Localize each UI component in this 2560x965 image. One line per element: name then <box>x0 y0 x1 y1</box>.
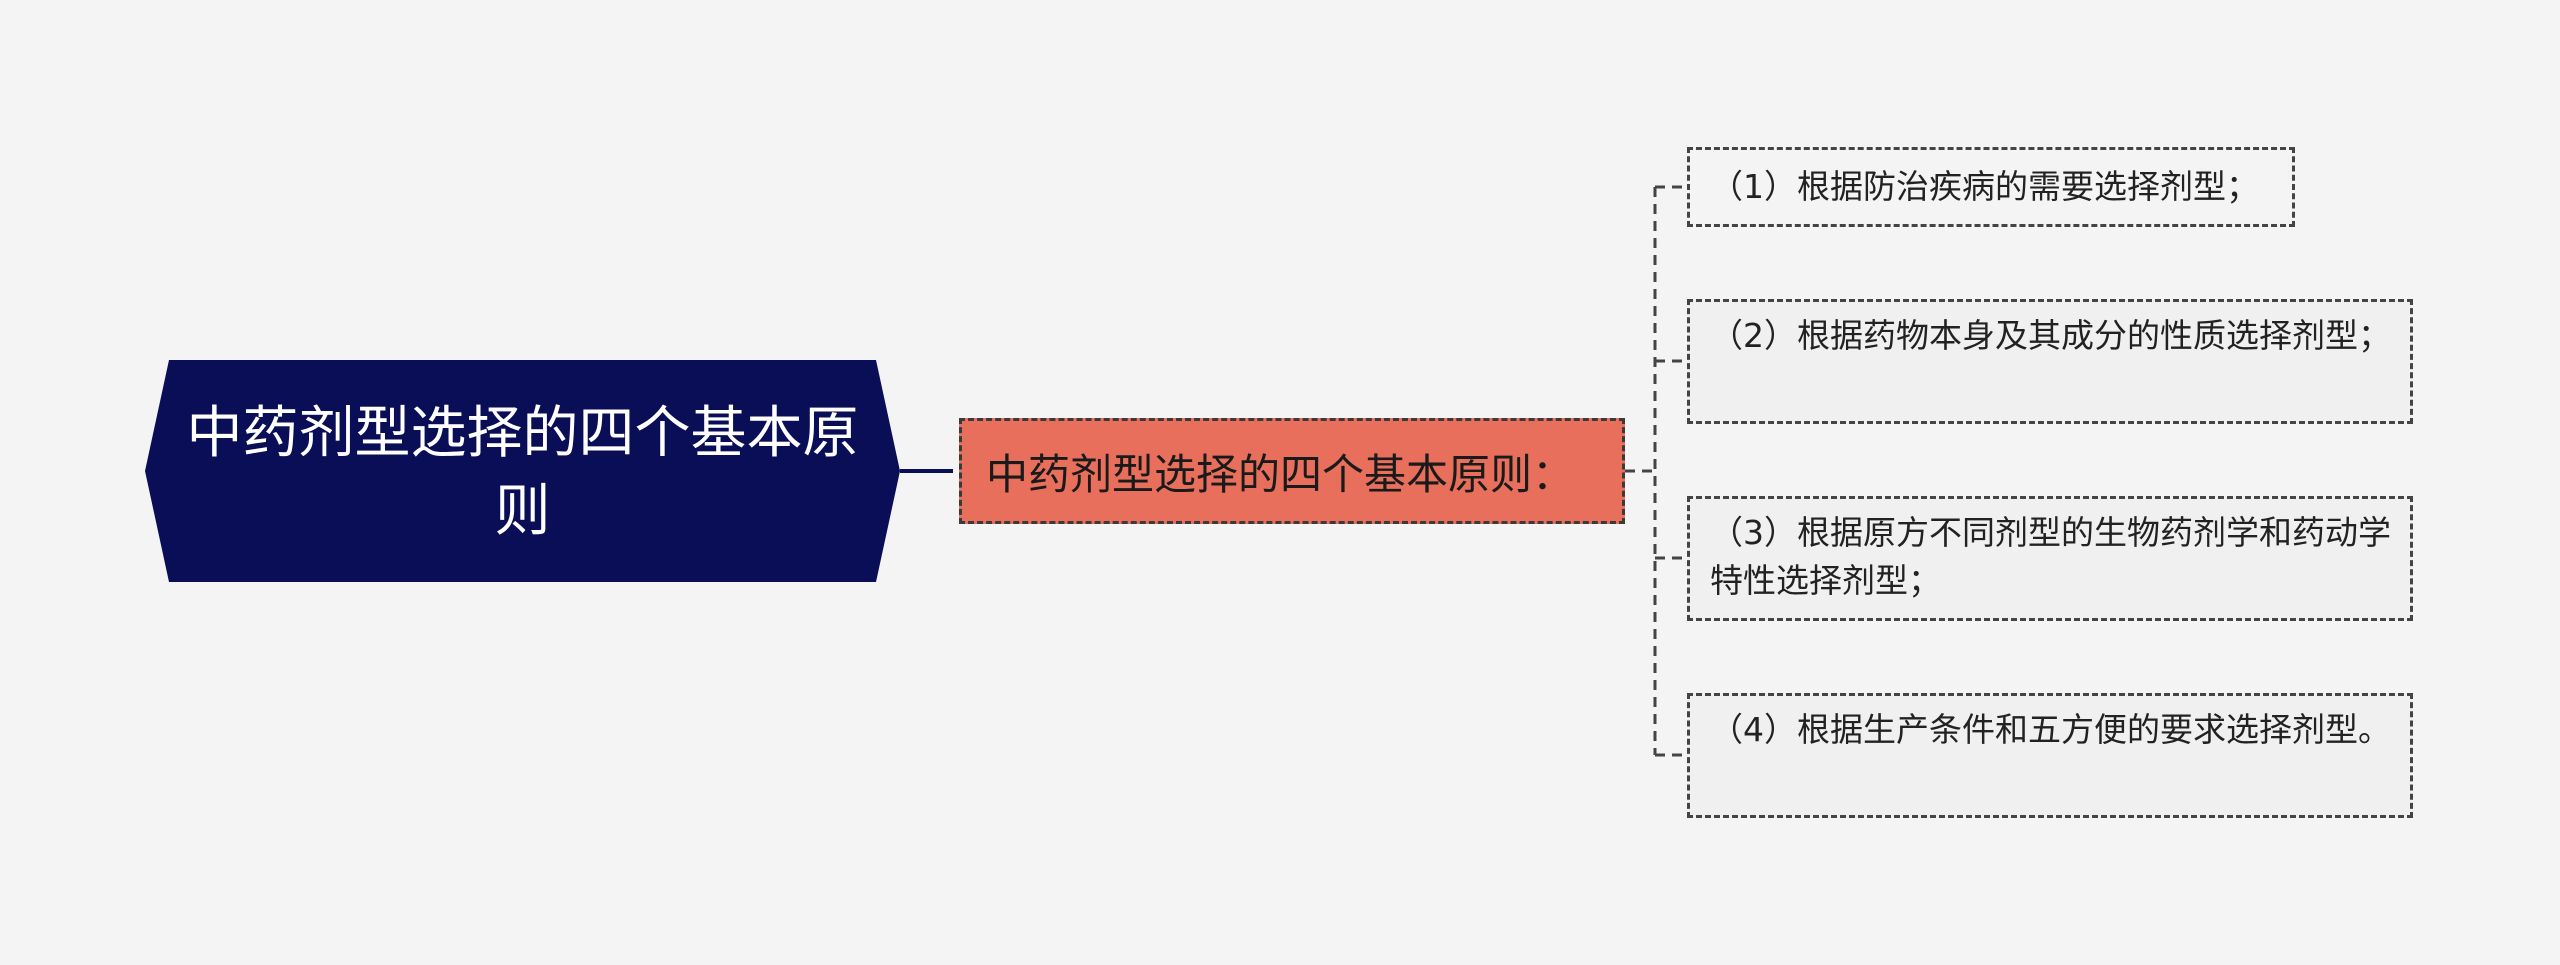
root-topic-title: 中药剂型选择的四个基本原则 <box>186 401 859 544</box>
leaf-node-3[interactable]: （3）根据原方不同剂型的生物药剂学和药动学特性选择剂型； <box>1687 496 2413 621</box>
leaf-node-1[interactable]: （1）根据防治疾病的需要选择剂型； <box>1687 147 2295 227</box>
leaf-node-4-text: （4）根据生产条件和五方便的要求选择剂型。 <box>1710 710 2391 749</box>
branch-topic-label: 中药剂型选择的四个基本原则： <box>986 449 1575 499</box>
root-topic-node[interactable]: 中药剂型选择的四个基本原则 <box>145 360 900 582</box>
leaf-node-2-text: （2）根据药物本身及其成分的性质选择剂型； <box>1710 316 2391 355</box>
branch-topic-node[interactable]: 中药剂型选择的四个基本原则： <box>959 418 1625 524</box>
leaf-node-1-text: （1）根据防治疾病的需要选择剂型； <box>1710 167 2259 206</box>
leaf-node-3-text: （3）根据原方不同剂型的生物药剂学和药动学特性选择剂型； <box>1710 513 2391 600</box>
leaf-node-2[interactable]: （2）根据药物本身及其成分的性质选择剂型； <box>1687 299 2413 424</box>
leaf-node-4[interactable]: （4）根据生产条件和五方便的要求选择剂型。 <box>1687 693 2413 818</box>
root-hexagon-shape <box>145 360 900 582</box>
